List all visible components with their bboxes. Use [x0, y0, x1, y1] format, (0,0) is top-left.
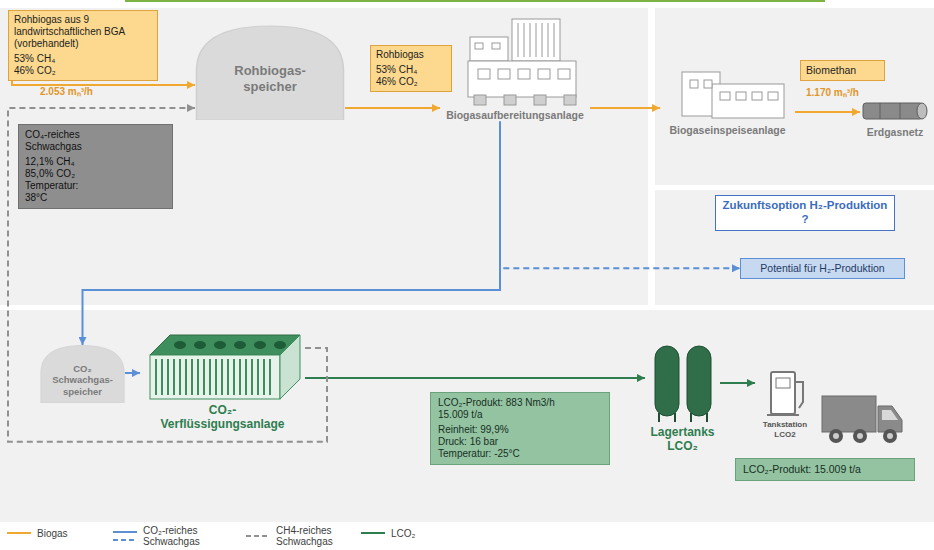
- top-rule: [125, 0, 825, 2]
- process-building: Biogaseinspeiseanlage: [660, 68, 795, 137]
- legend-sample: [245, 528, 271, 544]
- filling-station: Tankstation LCO2: [755, 368, 815, 439]
- truck-icon: [820, 392, 904, 448]
- legend-sample: [360, 525, 386, 541]
- building-icon: [440, 15, 590, 107]
- storage-dome: CO₂ Schwachgas-speicher: [40, 345, 125, 403]
- tank-group: Lagertanks LCO₂: [645, 343, 720, 454]
- liquefaction-unit-icon: [140, 333, 305, 401]
- flow-connector: [12, 81, 195, 85]
- node-body: 53% CH₄ 46% CO₂: [376, 64, 431, 88]
- node-title: LCO₂-Produkt: 15.009 t/a: [743, 463, 907, 476]
- node-title: Lagertanks LCO₂: [648, 425, 718, 454]
- node-title: Biogasaufbereitungsanlage: [440, 109, 590, 122]
- info-box: Rohbiogas 53% CH₄ 46% CO₂: [370, 45, 452, 92]
- grid-pipe: Erdgasnetz: [860, 98, 930, 139]
- node-title: CO₂-Verflüssigungsanlage: [158, 403, 288, 432]
- node-title: Zukunftsoption H₂-Produktion ?: [722, 199, 888, 227]
- legend-text: LCO₂: [391, 528, 415, 539]
- node-title: Rohbiogas-speicher: [225, 63, 315, 94]
- process-unit: CO₂-Verflüssigungsanlage: [140, 333, 305, 432]
- node-title: Rohbiogas aus 9 landwirtschaftlichen BGA…: [14, 14, 152, 50]
- option-box: Potential für H₂-Produktion: [740, 258, 905, 279]
- flow-connector: [125, 372, 140, 374]
- pump-icon: [755, 368, 815, 418]
- node-body: 53% CH₄ 46% CO₂: [14, 53, 69, 77]
- flow-rate-label: 1.170 mₙ³/h: [806, 85, 859, 99]
- building-icon: [660, 68, 795, 122]
- node-title: CO₄-reiches Schwachgas: [25, 129, 105, 153]
- node-title: CO₂ Schwachgas-speicher: [50, 363, 115, 397]
- legend-item: CO₂-reiches Schwachgas: [112, 525, 205, 547]
- storage-dome: Rohbiogas-speicher: [195, 25, 345, 120]
- flow-connector: [720, 382, 755, 384]
- flow-connector: [345, 107, 440, 109]
- node-body: 12,1% CH₄ 85,0% CO₂ Temperatur: 38°C: [25, 156, 85, 204]
- legend-item: CH4-reiches Schwachgas: [245, 525, 338, 547]
- legend-sample: [112, 528, 138, 544]
- legend-sample: [6, 525, 32, 541]
- info-box: LCO₂-Produkt: 883 Nm3/h 15.009 t/aReinhe…: [430, 392, 610, 465]
- legend-text: Biogas: [37, 528, 68, 539]
- legend-item: Biogas: [6, 525, 68, 541]
- legend-text: CO₂-reiches Schwachgas: [143, 525, 205, 547]
- node-title: Tankstation LCO2: [755, 420, 815, 439]
- legend-item: LCO₂: [360, 525, 415, 541]
- flow-connector: [795, 111, 860, 113]
- node-title: Biomethan: [806, 64, 879, 77]
- flow-connector: [305, 377, 645, 379]
- pipe-icon: [860, 98, 930, 124]
- flow-rate-label: 2.053 mₙ³/h: [40, 84, 93, 98]
- question-box: Zukunftsoption H₂-Produktion ?: [715, 195, 895, 231]
- tank-icon: [645, 343, 720, 423]
- node-title: Biogaseinspeiseanlage: [660, 124, 795, 137]
- info-box: CO₄-reiches Schwachgas 12,1% CH₄ 85,0% CO…: [18, 124, 173, 209]
- process-building: Biogasaufbereitungsanlage: [440, 15, 590, 122]
- info-box: Rohbiogas aus 9 landwirtschaftlichen BGA…: [8, 10, 158, 81]
- flow-connector: [590, 107, 660, 109]
- node-title: Potential für H₂-Produktion: [747, 262, 898, 275]
- node-title: Rohbiogas: [376, 49, 446, 61]
- flow-connector: [8, 108, 327, 442]
- node-title: Erdgasnetz: [860, 126, 930, 139]
- node-title: LCO₂-Produkt: 883 Nm3/h 15.009 t/a: [438, 397, 573, 421]
- info-box: Biomethan: [800, 60, 885, 81]
- info-box: LCO₂-Produkt: 15.009 t/a: [735, 458, 915, 481]
- node-body: Reinheit: 99,9% Druck: 16 bar Temperatur…: [438, 424, 538, 460]
- legend-text: CH4-reiches Schwachgas: [276, 525, 338, 547]
- flow-connector: [500, 122, 740, 269]
